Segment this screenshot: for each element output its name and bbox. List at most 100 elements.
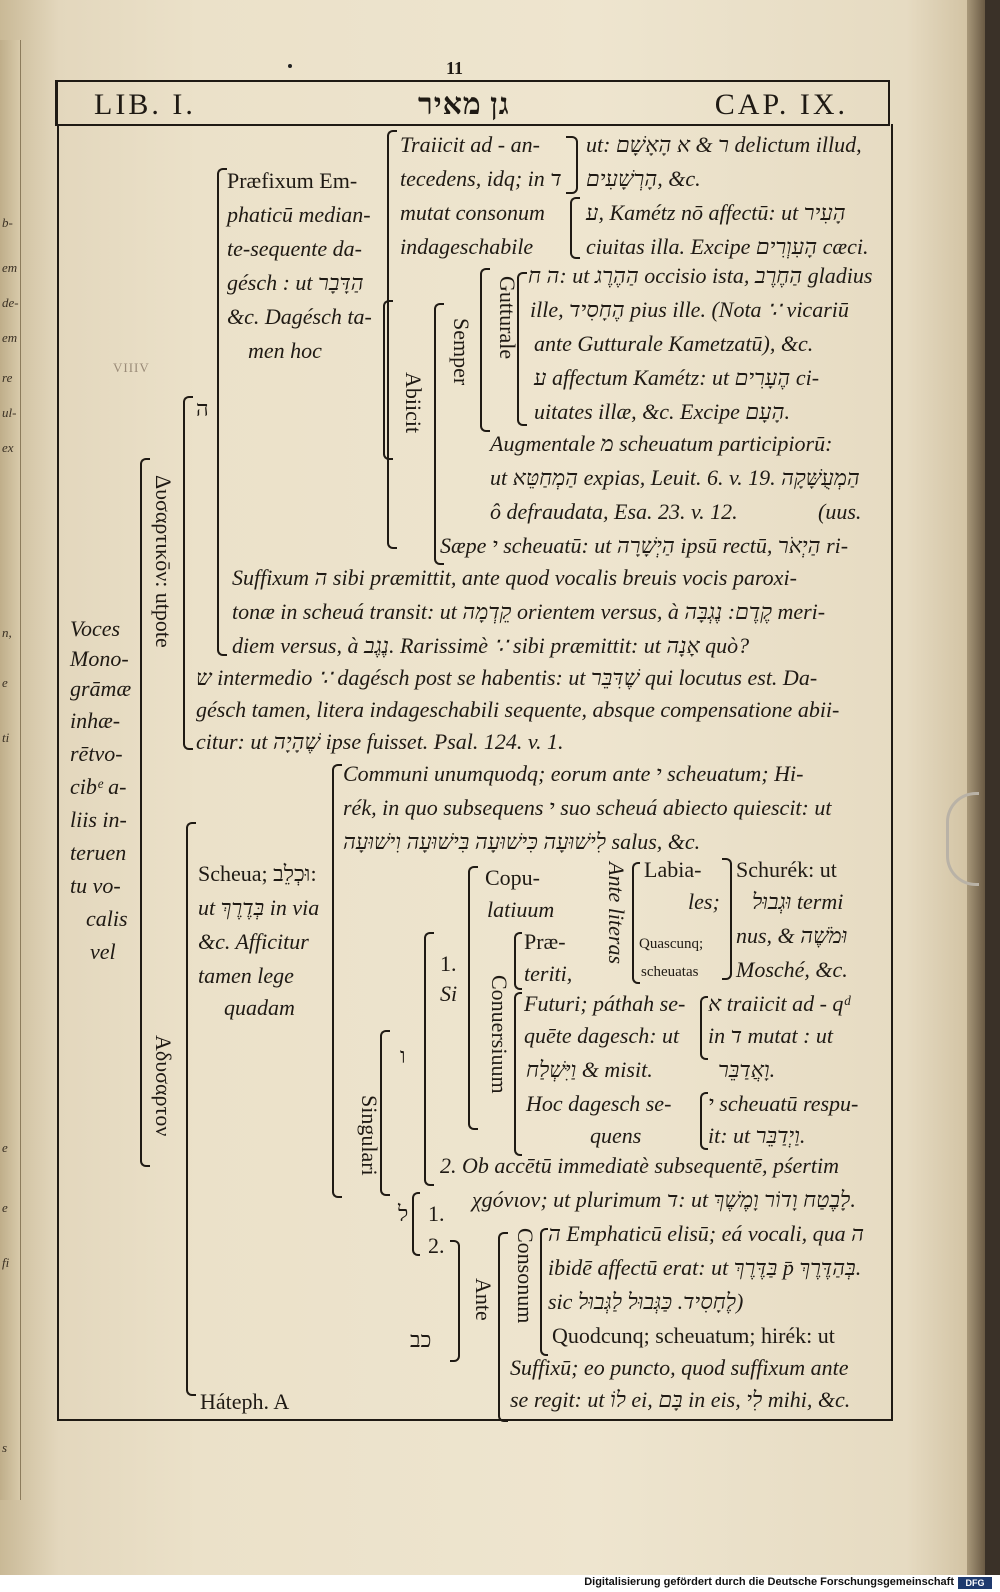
scheua-line: Scheua; וּכְלֵב: [198, 861, 317, 886]
emphaticum-line: sic לֶחָסִיד. כַּגְּבוּל לַגְּבוּל) [548, 1289, 744, 1314]
traiicit-line: Traiicit ad - an- [400, 132, 540, 157]
brace-si [424, 932, 434, 1186]
prev-fragment: re [2, 370, 13, 385]
brace-labiales [632, 862, 640, 984]
labiales-line: les; [688, 889, 720, 914]
emphaticum-line: ה Emphaticū elisū; eá vocali, qua ה [548, 1221, 864, 1246]
prev-fragment: e [2, 675, 8, 690]
gutturale-line: uitates illæ, &c. Excipe הָעָם. [534, 399, 790, 424]
header-book: LIB. I. [94, 88, 196, 121]
prev-fragment: e [2, 1200, 8, 1215]
prev-fragment: b- [2, 215, 13, 230]
futuri-right-line: י scheuatū respu- [708, 1091, 859, 1116]
suffixum-line: tonæ in scheuá transit: ut קֵדְמָה orien… [232, 599, 826, 624]
schurek-line: Mosché, &c. [736, 957, 848, 982]
prev-fragment: em [2, 330, 18, 345]
label-ante-literas: Ante literas [604, 862, 629, 965]
header-chapter: CAP. IX. [714, 88, 848, 121]
scheua-line: ut בְּדֶרֶךְ in via [198, 895, 320, 920]
label-lamed: ל [398, 1201, 409, 1226]
left-line: rētvo- [70, 741, 123, 766]
brace-traiicit [387, 130, 397, 549]
footer-bar: Digitalisierung gefördert durch die Deut… [0, 1575, 1000, 1592]
suffixum-line: citur: ut שֶׁהָיָה ipse fuisset. Psal. 1… [196, 729, 564, 754]
brace-conuersiuum [468, 866, 478, 1130]
brace-gutturale-inner [517, 272, 527, 426]
praefixum-line: te-sequente da- [227, 236, 362, 261]
left-line: grāmæ [70, 676, 132, 701]
futuri-line: Hoc dagesch se- [526, 1091, 672, 1116]
left-line: teruen [70, 840, 127, 865]
schurek-line: וּגְבוּל termi [752, 889, 844, 914]
traiicit-right-line: ut: ר & א הָאָשָׁם delictum illud, [586, 132, 862, 157]
labiales-line: Labia- [644, 857, 702, 882]
brace-gutturale [480, 268, 490, 432]
futuri-line: quēte dagesch: ut [524, 1023, 680, 1048]
label-singulari: Singulari [357, 1095, 382, 1176]
brace-emphaticum [540, 1228, 548, 1356]
running-header: LIB. I. גן מאיר CAP. IX. [55, 80, 890, 126]
scheua-line: tamen lege [198, 963, 294, 988]
brace-aleph [700, 996, 708, 1060]
left-line: vel [90, 939, 116, 964]
text-frame [57, 124, 893, 1421]
suffixum-line: diem versus, à נֶגֶב. Rarissimè ∵ sibi p… [232, 633, 750, 658]
prev-fragment: ex [2, 440, 14, 455]
hateph-label: Háteph. A [200, 1389, 290, 1414]
futuri-right-line: וָאֲדַבֵּר. [718, 1057, 776, 1082]
number-1b: 1. [428, 1201, 445, 1226]
number-1: 1. [440, 951, 457, 976]
schurek-line: nus, & וּמֹשֶׁה [736, 923, 848, 948]
label-adusarton: Αδυσαρτον [151, 1035, 176, 1137]
praefixum-line: phaticū median- [227, 202, 371, 227]
left-line: Voces [70, 616, 121, 641]
praefixum-line: Præfixum Em- [227, 168, 358, 193]
prev-fragment: ul- [2, 405, 17, 420]
gutturale-line: ה ח: ut הַהֶרֶג occisio ista, הַחֶרֶב gl… [528, 263, 873, 288]
footer-credit: Digitalisierung gefördert durch die Deut… [584, 1576, 954, 1588]
praefixum-line: gésch : ut הַדָּבָר [227, 270, 364, 295]
augmentale-line: ut הַמְחַטֵּא expias, Leuit. 6. v. 19. ה… [490, 465, 860, 490]
brace-praet [514, 932, 522, 990]
gutturale-line: ע affectum Kamétz: ut הֶעָרִים ci- [534, 365, 820, 390]
brace-semper [434, 303, 444, 565]
prev-fragment: ti [2, 730, 10, 745]
previous-page-edge: b- em de- em re ul- ex n, e ti e e fi s [0, 40, 21, 1500]
suffixum-line: Suffixum ה sibi præmittit, ante quod voc… [232, 565, 797, 590]
brace-kametz [570, 197, 580, 259]
scheua-line: quadam [224, 995, 295, 1020]
traiicit-line: mutat consonum [400, 200, 545, 225]
prev-fragment: n, [2, 625, 12, 640]
prev-fragment: fi [2, 1255, 10, 1270]
brace-scheua [186, 822, 196, 1396]
left-line: calis [86, 906, 128, 931]
suffixum-line: gésch tamen, litera indageschabili seque… [196, 697, 840, 722]
label-semper: Semper [449, 318, 474, 386]
label-conuersiuum: Conuersiuum [487, 975, 512, 1094]
traiicit-right-line: ciuitas illa. Excipe הָעִוְרִים cæci. [586, 234, 869, 259]
brace-main [140, 458, 150, 1167]
praet-line: Præ- [524, 929, 566, 954]
brace-singulari [380, 1030, 390, 1196]
scheua-line: &c. Afficitur [198, 929, 309, 954]
augmentale-line: Sæpe י scheuatū: ut הַיְשָׁרָה ipsū rect… [440, 533, 849, 558]
brace-ante-left [450, 1240, 460, 1362]
brace-12 [412, 1192, 420, 1256]
futuri-line: quens [590, 1123, 642, 1148]
brace-he [183, 396, 193, 750]
futuri-right-line: it: ut וַיְדַבֵּר. [708, 1123, 806, 1148]
left-line: inhæ- [70, 708, 121, 733]
brace-schurek [722, 858, 732, 980]
praet-line: teriti, [524, 961, 573, 986]
page-clip [946, 792, 979, 886]
gutturale-line: ille, הֶחָסִיד pius ille. (Nota ∵ vicari… [530, 297, 849, 322]
book-page: b- em de- em re ul- ex n, e ti e e fi s … [0, 0, 985, 1575]
brace-consonum [498, 1232, 508, 1422]
futuri-right-line: in ד mutat : ut [708, 1023, 834, 1048]
futuri-line: Futuri; páthah se- [524, 991, 686, 1016]
dfg-logo: DFG [958, 1577, 992, 1589]
label-abiicit: Abiicit [401, 372, 426, 434]
emphaticum-line: Suffixū; eo puncto, quod suffixum ante [510, 1355, 849, 1380]
brace-prefix [217, 168, 227, 656]
copu-line: latiuum [487, 897, 555, 922]
